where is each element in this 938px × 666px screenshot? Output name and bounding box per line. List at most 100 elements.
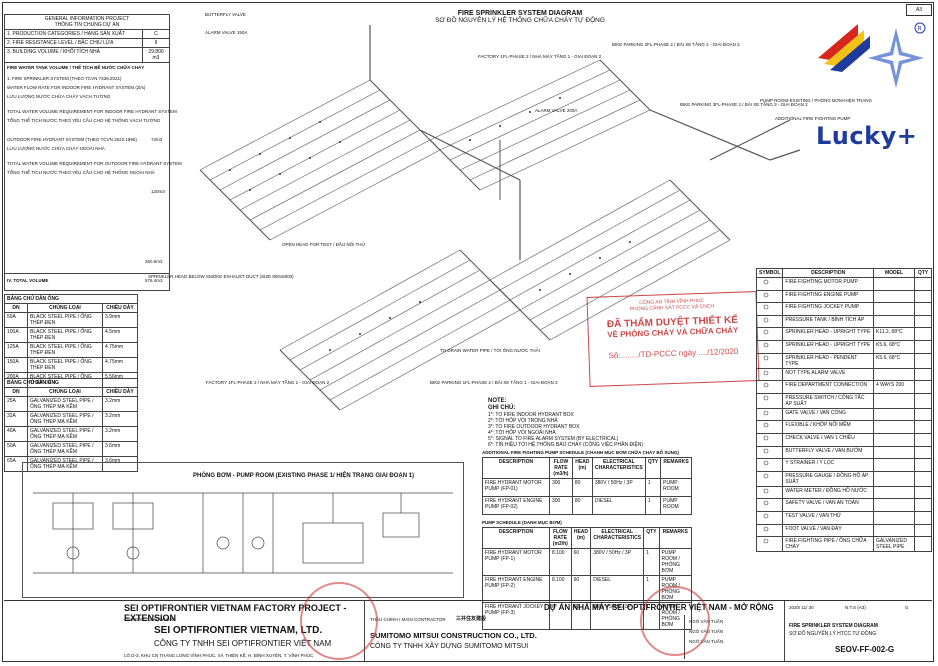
table-cell	[914, 498, 932, 512]
legend-symbol-icon	[763, 513, 769, 519]
table-cell	[914, 380, 932, 394]
table-row: FIRE FIGHTING ENGINE PUMP	[755, 289, 932, 304]
contractor-name-en: SUMITOMO MITSUI CONSTRUCTION CO., LTD.	[370, 631, 537, 640]
table-cell: 4.5mm	[102, 327, 138, 343]
legend-symbol	[755, 458, 784, 472]
legend-table: SYMBOL DESCRIPTION MODEL QTY FIRE FIGHTI…	[755, 268, 932, 553]
column-header: ELECTRICAL CHARACTERISTICS	[591, 457, 646, 479]
sheet-code: A3	[906, 4, 932, 16]
table-cell: SAFETY VALVE / VAN AN TOÀN	[782, 498, 874, 512]
table-cell: 1	[644, 496, 662, 515]
table-cell	[914, 485, 932, 500]
table-cell	[914, 432, 932, 447]
table-cell: GALVANIZED STEEL PIPE / ỐNG THÉP MẠ KẼM	[27, 411, 103, 427]
table-cell: BLACK STEEL PIPE / ỐNG THÉP ĐEN	[27, 327, 103, 343]
table-row: NOT TYPE ALARM VALVE	[755, 367, 932, 382]
owner-label: CHỦ ĐẦU TƯ / OWNER	[124, 617, 174, 622]
table-cell: FIRE HYDRANT ENGINE PUMP (FP-2)	[482, 575, 550, 603]
contractor-name-vn: CÔNG TY TNHH XÂY DỰNG SUMITOMO MITSUI	[370, 643, 529, 650]
note-item: 4*: TỚI HỘP VÒI NGOÀI NHÀ	[488, 430, 556, 436]
pipe-table-heading: BẢNG CHÚ DẪN ỐNG	[4, 378, 138, 388]
column-header: FLOW RATE (m3/h)	[549, 527, 572, 549]
legend-symbol	[755, 314, 784, 329]
table-cell: DIESEL	[591, 496, 646, 515]
table-cell	[914, 289, 932, 304]
pump-schedule-2-heading: PUMP SCHEDULE (DANH MỤC BƠM)	[482, 520, 562, 525]
table-cell	[914, 536, 932, 553]
signer-name: NGÔ VĂN TUẤN	[689, 639, 724, 644]
legend-symbol	[755, 367, 784, 382]
legend-symbol	[755, 432, 784, 447]
legend-symbol	[755, 445, 784, 460]
table-cell: Y STRAINER / Y LỌC	[782, 458, 874, 472]
table-cell: PRESSURE TANK / BÌNH TÍCH ÁP	[782, 314, 874, 329]
calc-line: WATER FLOW RATE FOR INDOOR FIRE HYDRANT …	[7, 85, 146, 90]
table-cell: 300	[549, 496, 573, 515]
table-cell: 29.800 m3	[142, 47, 170, 63]
table-cell: 50A	[4, 312, 28, 328]
callout-label: FACTORY 1FL-PHASE 2 / NHÀ MÁY TẦNG 1 - G…	[206, 380, 330, 385]
company-seal	[640, 586, 710, 656]
table-cell: PRESSURE SWITCH / CÔNG TẮC ÁP SUẤT	[782, 392, 874, 409]
table-cell: 380V / 50Hz / 3P	[590, 548, 645, 576]
legend-symbol-icon	[763, 526, 769, 531]
table-row: FIRE FIGHTING MOTOR PUMP	[755, 277, 932, 291]
column-header: HEAD (m)	[571, 457, 593, 479]
callout-label: BIKE PARKING 3FL-PHASE 2 / BÃI XE TẦNG 3…	[680, 102, 808, 107]
table-cell	[873, 277, 915, 291]
callout-label: BIKE PARKING 2FL-PHASE 2 / BÃI XE TẦNG 2…	[612, 42, 740, 47]
pump-schedule-1: DESCRIPTION FLOW RATE (m3/h) HEAD (m) EL…	[482, 457, 692, 515]
callout-label: SPRINKLER HEAD BELOW SMOKE EXHAUST DUCT …	[148, 274, 294, 279]
table-row: FOOT VALVE / VAN ĐÁY	[755, 523, 932, 538]
table-cell: 100A	[4, 327, 28, 343]
table-cell: BLACK STEEL PIPE / ỐNG THÉP ĐEN	[27, 357, 103, 373]
table-cell: FLEXIBLE / KHỚP NỐI MỀM	[782, 420, 874, 434]
floor-grid-2	[429, 59, 651, 191]
legend-symbol	[755, 277, 784, 291]
legend-symbol	[755, 510, 784, 525]
legend-symbol-icon	[763, 423, 769, 428]
callout-label: ADDITIONAL FIRE FIGHTING PUMP	[775, 116, 851, 121]
callout-label: PUMP ROOM-EXISTING / PHÒNG BƠM-HIỆN TRẠN…	[760, 98, 872, 103]
owner-name-en: SEI OPTIFRONTIER VIETNAM, LTD.	[154, 625, 323, 636]
pump-room-graphic	[33, 492, 453, 574]
table-row: Y STRAINER / Y LỌC	[755, 458, 932, 472]
table-cell: 60	[570, 548, 592, 576]
table-cell: 3.6mm	[102, 456, 138, 472]
table-cell	[873, 420, 915, 434]
table-row: 1. PRODUCTION CATEGORIES / HẠNG SẢN XUẤT…	[4, 29, 170, 39]
column-header: QTY	[644, 457, 662, 479]
calc-line: TỔNG THỂ TÍCH NƯỚC THEO YÊU CẦU CHO HỆ T…	[7, 170, 155, 175]
diagram-title-vn: SƠ ĐỒ NGUYÊN LÝ HỆ THỐNG CHỮA CHÁY TỰ ĐỘ…	[435, 17, 605, 24]
pump-schedule-1-heading: ADDITIONAL FIRE FIGHTING PUMP SCHEDULE (…	[482, 450, 679, 455]
table-cell: WATER METER / ĐỒNG HỒ NƯỚC	[782, 485, 874, 500]
table-cell	[873, 498, 915, 512]
table-cell: SPRINKLER HEAD - UPRIGHT TYPE	[782, 339, 874, 354]
table-cell	[914, 445, 932, 460]
table-cell	[914, 392, 932, 409]
column-header: DESCRIPTION	[482, 527, 550, 549]
table-cell: FIRE FIGHTING ENGINE PUMP	[782, 289, 874, 304]
table-cell: PUMP ROOM	[660, 478, 692, 497]
table-cell: 3.6mm	[102, 441, 138, 457]
table-cell: 380V / 50Hz / 3P	[591, 478, 646, 497]
table-cell: 8.100	[549, 548, 572, 576]
callout-label: FACTORY 1FL-PHASE 2 / NHÀ MÁY TẦNG 1 - G…	[478, 54, 602, 59]
column-header: DESCRIPTION	[782, 268, 874, 278]
legend-symbol	[755, 536, 784, 553]
column-header: DN	[4, 303, 28, 313]
column-header: SYMBOL	[755, 268, 784, 278]
sprinkler-isometric-diagram	[199, 25, 801, 411]
calc-value: 260.6m3	[145, 259, 163, 264]
project-address: LÔ D-3, KHU CN THĂNG LONG VĨNH PHÚC, XÃ …	[124, 653, 314, 658]
drawing-date: 2020/ 11/ 30	[789, 605, 814, 610]
legend-symbol-icon	[763, 410, 769, 416]
